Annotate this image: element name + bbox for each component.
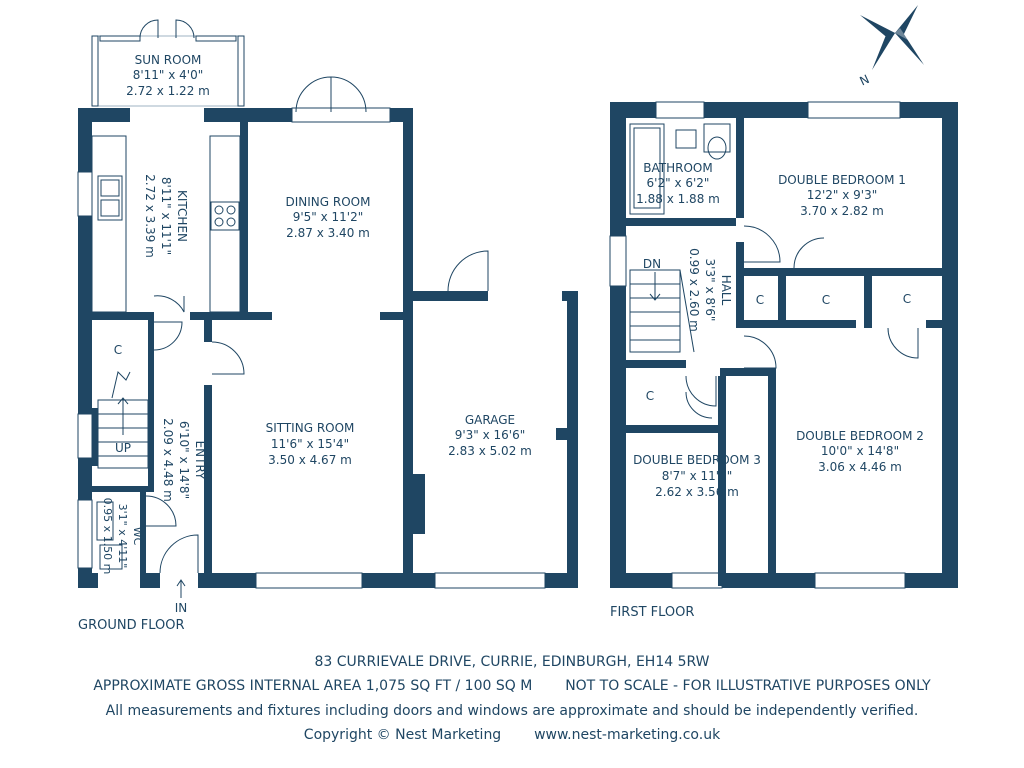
double-bedroom-2-label: DOUBLE BEDROOM 2 10'0" x 14'8" 3.06 x 4.… <box>796 429 924 474</box>
property-address: 83 CURRIEVALE DRIVE, CURRIE, EDINBURGH, … <box>314 654 710 670</box>
website-link[interactable]: www.nest-marketing.co.uk <box>534 727 721 743</box>
svg-text:3.06 x 4.46 m: 3.06 x 4.46 m <box>818 460 902 474</box>
svg-text:10'0" x 14'8": 10'0" x 14'8" <box>821 444 899 458</box>
svg-text:0.95 x 1.50 m: 0.95 x 1.50 m <box>101 498 114 575</box>
stairs-down-label: DN <box>643 257 661 271</box>
double-bedroom-3-label: DOUBLE BEDROOM 3 8'7" x 11'8" 2.62 x 3.5… <box>633 453 761 499</box>
svg-text:DOUBLE BEDROOM 2: DOUBLE BEDROOM 2 <box>796 429 924 443</box>
svg-text:2.72 x 1.22 m: 2.72 x 1.22 m <box>126 84 210 98</box>
gross-internal-area: APPROXIMATE GROSS INTERNAL AREA 1,075 SQ… <box>93 678 533 694</box>
first-floor-title: FIRST FLOOR <box>610 605 694 620</box>
stairs-up-label: UP <box>115 441 131 455</box>
first-cupboard-1-label: C <box>756 293 764 307</box>
svg-text:8'11" x 4'0": 8'11" x 4'0" <box>133 68 204 82</box>
ground-floor-title: GROUND FLOOR <box>78 618 184 633</box>
svg-text:DINING ROOM: DINING ROOM <box>286 195 371 209</box>
svg-text:WC: WC <box>131 527 144 546</box>
svg-text:1.88 x 1.88 m: 1.88 x 1.88 m <box>636 192 720 206</box>
svg-text:ENTRY: ENTRY <box>193 441 207 480</box>
hall-label: HALL 3'3" x 8'6" 0.99 x 2.60 m <box>687 248 733 332</box>
bathroom-label: BATHROOM 6'2" x 6'2" 1.88 x 1.88 m <box>636 161 720 206</box>
first-cupboard-3-label: C <box>903 292 911 306</box>
first-floor-plan <box>609 101 958 589</box>
svg-text:6'10" x 14'8": 6'10" x 14'8" <box>177 421 191 499</box>
svg-text:SITTING ROOM: SITTING ROOM <box>266 421 355 435</box>
kitchen-label: KITCHEN 8'11" x 11'1" 2.72 x 3.39 m <box>143 174 189 258</box>
svg-text:2.62 x 3.56 m: 2.62 x 3.56 m <box>655 485 739 499</box>
svg-text:HALL: HALL <box>719 275 733 306</box>
svg-text:6'2" x 6'2": 6'2" x 6'2" <box>647 176 710 190</box>
svg-text:DOUBLE BEDROOM 3: DOUBLE BEDROOM 3 <box>633 453 761 467</box>
copyright-line: Copyright © Nest Marketing www.nest-mark… <box>0 727 1024 743</box>
svg-text:8'7" x 11'8": 8'7" x 11'8" <box>662 469 733 483</box>
disclaimer-text: All measurements and fixtures including … <box>105 703 919 719</box>
svg-text:BATHROOM: BATHROOM <box>643 161 712 175</box>
ground-cupboard-label: C <box>114 343 122 357</box>
area-and-scale-note: APPROXIMATE GROSS INTERNAL AREA 1,075 SQ… <box>0 678 1024 694</box>
sun-room-label: SUN ROOM 8'11" x 4'0" 2.72 x 1.22 m <box>126 53 210 98</box>
compass-rose-icon <box>860 5 924 70</box>
svg-text:3.70 x 2.82 m: 3.70 x 2.82 m <box>800 204 884 218</box>
svg-text:9'5" x 11'2": 9'5" x 11'2" <box>293 210 364 224</box>
svg-text:3.50 x 4.67 m: 3.50 x 4.67 m <box>268 453 352 467</box>
svg-text:11'6" x 15'4": 11'6" x 15'4" <box>271 437 349 451</box>
svg-text:DOUBLE BEDROOM 1: DOUBLE BEDROOM 1 <box>778 173 906 187</box>
svg-text:KITCHEN: KITCHEN <box>175 190 189 242</box>
entry-label: ENTRY 6'10" x 14'8" 2.09 x 4.48 m <box>161 418 207 502</box>
garage-label: GARAGE 9'3" x 16'6" 2.83 x 5.02 m <box>448 413 532 458</box>
first-cupboard-2-label: C <box>822 293 830 307</box>
svg-text:2.87 x 3.40 m: 2.87 x 3.40 m <box>286 226 370 240</box>
svg-text:9'3" x 16'6": 9'3" x 16'6" <box>455 428 526 442</box>
svg-text:3'1" x 4'11": 3'1" x 4'11" <box>116 504 129 569</box>
svg-text:2.09 x 4.48 m: 2.09 x 4.48 m <box>161 418 175 502</box>
entrance-in-label: IN <box>175 601 188 615</box>
wc-label: WC 3'1" x 4'11" 0.95 x 1.50 m <box>101 498 144 575</box>
svg-text:GARAGE: GARAGE <box>465 413 515 427</box>
svg-text:SUN ROOM: SUN ROOM <box>135 53 202 67</box>
svg-text:2.83 x 5.02 m: 2.83 x 5.02 m <box>448 444 532 458</box>
copyright-text: Copyright © Nest Marketing <box>303 727 502 743</box>
ground-floor-plan <box>77 19 578 598</box>
north-label: N <box>858 72 872 88</box>
sitting-room-label: SITTING ROOM 11'6" x 15'4" 3.50 x 4.67 m <box>266 421 355 467</box>
svg-text:2.72 x 3.39 m: 2.72 x 3.39 m <box>143 174 157 258</box>
first-cupboard-4-label: C <box>646 389 654 403</box>
svg-text:12'2" x 9'3": 12'2" x 9'3" <box>807 188 878 202</box>
not-to-scale-note: NOT TO SCALE - FOR ILLUSTRATIVE PURPOSES… <box>565 678 931 694</box>
svg-text:0.99 x 2.60 m: 0.99 x 2.60 m <box>687 248 701 332</box>
svg-text:8'11" x 11'1": 8'11" x 11'1" <box>159 177 173 255</box>
double-bedroom-1-label: DOUBLE BEDROOM 1 12'2" x 9'3" 3.70 x 2.8… <box>778 173 906 218</box>
svg-text:3'3" x 8'6": 3'3" x 8'6" <box>703 259 717 322</box>
dining-room-label: DINING ROOM 9'5" x 11'2" 2.87 x 3.40 m <box>286 195 371 240</box>
